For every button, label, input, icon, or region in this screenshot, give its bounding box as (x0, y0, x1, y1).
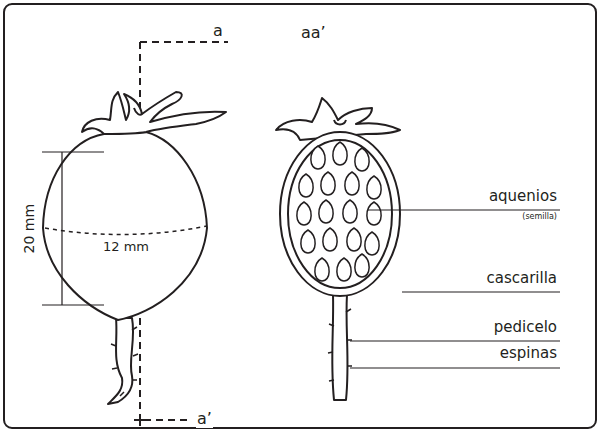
section-cross (134, 414, 146, 426)
achene (321, 172, 335, 195)
achene (333, 142, 347, 165)
part-name: pedicelo (493, 319, 558, 336)
fruit-outline (43, 92, 226, 404)
achene (315, 258, 329, 281)
achene (355, 148, 369, 171)
section-outline (276, 98, 400, 400)
achene (297, 202, 311, 225)
achene (301, 230, 315, 253)
section-letter: a’ (196, 410, 213, 428)
section-letter: a (212, 22, 224, 40)
dimension: 20 mm (22, 203, 37, 255)
leader-lines (350, 210, 560, 368)
achene (343, 200, 357, 223)
achene (345, 172, 359, 195)
achene (299, 174, 313, 197)
width-dimension (45, 226, 207, 235)
achene (337, 258, 351, 281)
stem-spines (111, 327, 138, 396)
pedicel-spines (328, 309, 352, 381)
achene (365, 232, 379, 255)
part-name: aquenios (488, 188, 558, 205)
part-note: (semilla) (521, 213, 558, 222)
achene (311, 146, 325, 169)
height-dimension (42, 152, 104, 305)
frame (4, 4, 596, 428)
achene (367, 202, 381, 225)
achenes (297, 142, 381, 281)
part-name: espinas (499, 345, 558, 362)
achene (319, 200, 333, 223)
section-title: aa’ (300, 24, 327, 42)
part-name: cascarilla (485, 270, 558, 287)
dimension: 12 mm (102, 240, 150, 254)
achene (367, 176, 381, 199)
achene (347, 228, 361, 251)
achene (323, 228, 337, 251)
achene (355, 254, 369, 277)
